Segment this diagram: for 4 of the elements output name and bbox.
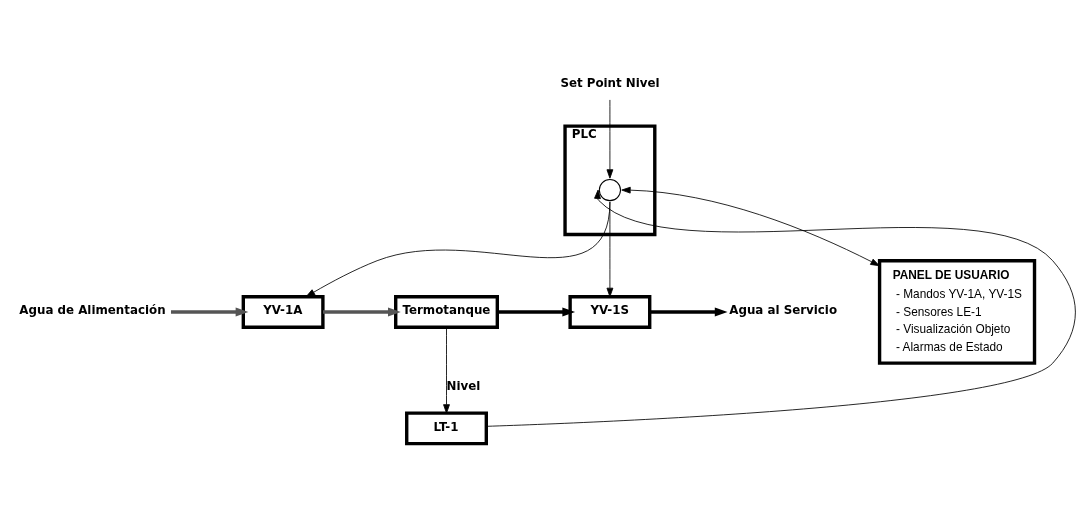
node-text: Agua al Servicio [729, 303, 838, 318]
edge-label: Nivel [446, 379, 481, 394]
node-text: Agua de Alimentación [19, 303, 166, 318]
node-text: Set Point Nivel [560, 75, 660, 90]
